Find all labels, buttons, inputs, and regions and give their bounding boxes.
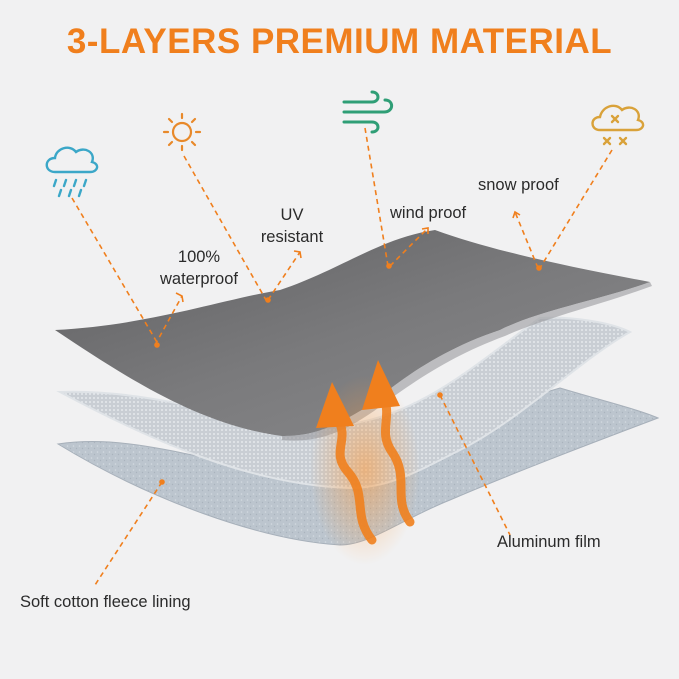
waterproof-label: 100% waterproof — [136, 246, 262, 290]
leader-waterproof-2 — [154, 295, 183, 346]
leader-wind — [364, 127, 389, 267]
waterproof-label-line1: 100% — [177, 248, 221, 266]
uv-label: UV resistant — [244, 204, 340, 248]
heat-arrow-left-head — [316, 382, 354, 428]
heat-arrow-left-icon — [333, 415, 377, 545]
leader-uv-2 — [267, 251, 301, 301]
uv-label-line1: UV — [280, 206, 304, 224]
fleece-lining-label: Soft cotton fleece lining — [20, 593, 191, 611]
outer-layer-grey — [55, 230, 650, 436]
heat-arrow-right-icon — [379, 393, 415, 527]
uv-label-line2: resistant — [260, 228, 324, 246]
wind-icon — [342, 90, 394, 134]
aluminum-film-label: Aluminum film — [497, 533, 601, 551]
leader-aluminum — [439, 394, 511, 536]
snow-label: snow proof — [478, 176, 559, 194]
leader-fleece — [94, 481, 163, 586]
sun-icon — [162, 112, 202, 152]
waterproof-label-line2: waterproof — [160, 270, 238, 288]
snow-cloud-icon — [591, 104, 645, 146]
heat-arrow-right-head — [362, 360, 400, 410]
leader-waterproof — [71, 197, 159, 345]
wind-label: wind proof — [390, 204, 467, 222]
page-title: 3-LAYERS PREMIUM MATERIAL — [66, 22, 613, 61]
leader-snow-2 — [514, 211, 539, 269]
leader-uv — [183, 155, 267, 301]
leader-snow — [539, 149, 613, 269]
rain-cloud-icon — [45, 146, 99, 198]
